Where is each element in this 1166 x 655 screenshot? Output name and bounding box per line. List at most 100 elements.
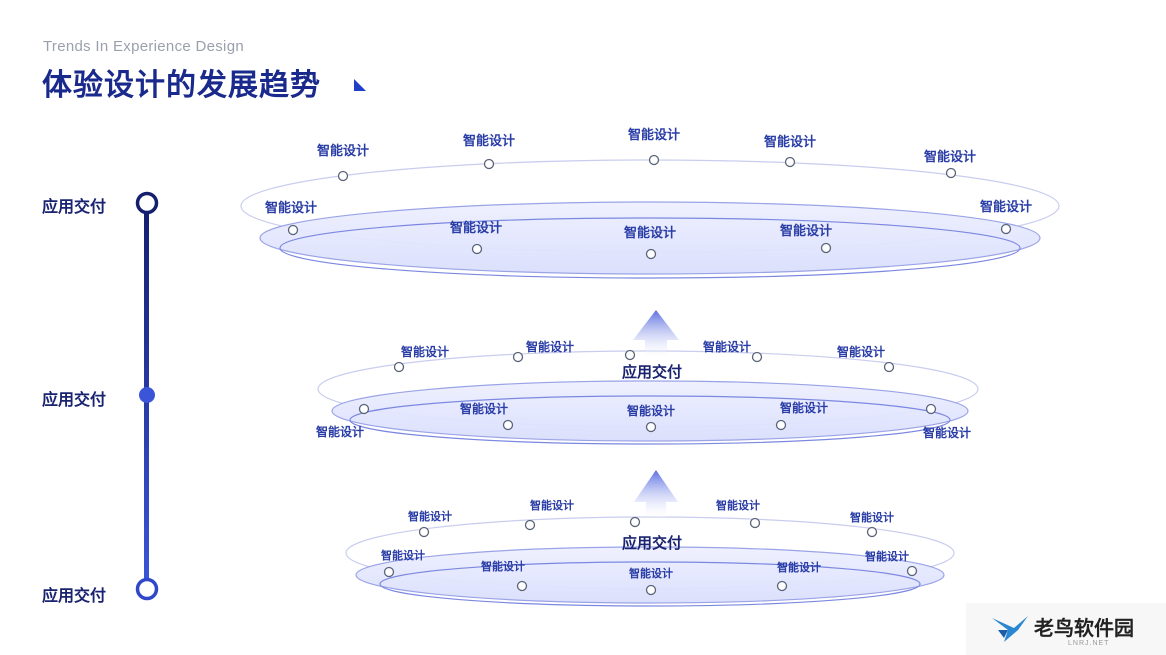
page-subtitle: Trends In Experience Design: [43, 38, 244, 55]
corner-triangle-icon: [354, 79, 366, 91]
node-label: 智能设计: [836, 344, 885, 359]
middle-inner-node: 智能设计: [315, 403, 370, 439]
timeline-node-bottom: [135, 577, 159, 601]
node-dot: [383, 566, 395, 578]
node-dot: [418, 526, 430, 538]
middle-outer-node: 智能设计: [393, 344, 449, 373]
node-label: 智能设计: [850, 510, 894, 524]
node-dot: [471, 243, 483, 255]
top-inner-node: 智能设计: [780, 223, 832, 254]
node-label: 智能设计: [779, 400, 828, 415]
node-dot: [516, 580, 528, 592]
arrow-up-icon: [634, 470, 678, 517]
watermark-sub: LNRJ.NET: [1068, 640, 1110, 647]
timeline-node-top: [135, 191, 159, 215]
bottom-center-label: 应用交付: [622, 534, 682, 552]
node-dot: [393, 361, 405, 373]
node-label: 智能设计: [980, 199, 1032, 215]
node-label: 智能设计: [459, 401, 508, 416]
node-label: 智能设计: [265, 200, 317, 216]
layer-middle: [317, 350, 979, 445]
node-dot: [776, 580, 788, 592]
node-label: 智能设计: [922, 425, 971, 440]
node-label: 智能设计: [381, 548, 425, 562]
layer-top: [240, 159, 1060, 279]
node-label: 智能设计: [924, 149, 976, 165]
bottom-outer-node: 智能设计: [408, 509, 452, 538]
node-dot: [925, 403, 937, 415]
top-inner-node: 智能设计: [980, 199, 1032, 235]
top-outer-node: 智能设计: [924, 149, 976, 179]
node-dot: [751, 351, 763, 363]
node-label: 智能设计: [629, 566, 673, 580]
timeline-node-middle: [139, 387, 155, 403]
middle-center-label: 应用交付: [622, 363, 682, 381]
node-label: 智能设计: [764, 134, 816, 150]
node-label: 智能设计: [626, 403, 675, 418]
node-label: 智能设计: [777, 560, 821, 574]
page-title: 体验设计的发展趋势: [42, 68, 321, 103]
node-dot: [645, 421, 657, 433]
top-outer-node: 智能设计: [317, 143, 369, 182]
middle-inner-node: 智能设计: [626, 403, 675, 433]
arrow-up-icon: [633, 310, 679, 357]
node-label: 智能设计: [716, 498, 760, 512]
bottom-inner-node: 智能设计: [776, 560, 821, 592]
bottom-inner-node: 智能设计: [629, 566, 673, 596]
node-dot: [866, 526, 878, 538]
top-outer-node: 智能设计: [463, 133, 515, 170]
node-dot: [883, 361, 895, 373]
middle-inner-node: 智能设计: [922, 403, 971, 440]
middle-inner-node: 智能设计: [775, 400, 828, 431]
bottom-outer-node: 智能设计: [524, 498, 574, 531]
node-dot: [629, 516, 641, 528]
timeline-label-middle: 应用交付: [42, 390, 107, 409]
node-dot: [624, 349, 636, 361]
middle-inner-node: 智能设计: [459, 401, 514, 431]
top-inner-node: 智能设计: [624, 225, 676, 260]
watermark-text: 老鸟软件园: [1034, 616, 1134, 640]
node-label: 智能设计: [865, 549, 909, 563]
node-dot: [749, 517, 761, 529]
timeline-label-top: 应用交付: [42, 197, 107, 216]
node-dot: [784, 156, 796, 168]
bottom-outer-node: 智能设计: [716, 498, 761, 529]
node-dot: [287, 224, 299, 236]
timeline-label-bottom: 应用交付: [42, 586, 107, 605]
node-dot: [512, 351, 524, 363]
bottom-inner-node: 智能设计: [381, 548, 425, 578]
node-label: 智能设计: [450, 220, 502, 236]
node-dot: [502, 419, 514, 431]
bird-logo-icon: [992, 616, 1028, 642]
bottom-outer-node: 智能设计: [850, 510, 894, 538]
top-inner-node: 智能设计: [265, 200, 317, 236]
node-dot: [645, 248, 657, 260]
node-label: 智能设计: [481, 559, 525, 573]
node-label: 智能设计: [408, 509, 452, 523]
bottom-inner-node: 智能设计: [865, 549, 918, 577]
top-inner-node: 智能设计: [450, 220, 502, 255]
node-dot: [483, 158, 495, 170]
node-label: 智能设计: [400, 344, 449, 359]
top-outer-node: 智能设计: [764, 134, 816, 168]
node-label: 智能设计: [317, 143, 369, 159]
node-label: 智能设计: [780, 223, 832, 239]
middle-outer-node: 智能设计: [836, 344, 895, 373]
bottom-inner-node: 智能设计: [481, 559, 528, 592]
node-dot: [1000, 223, 1012, 235]
node-label: 智能设计: [702, 339, 751, 354]
watermark-logo: [966, 603, 1166, 655]
middle-outer-node: 智能设计: [512, 339, 574, 363]
layer-bottom: [345, 516, 955, 607]
node-dot: [358, 403, 370, 415]
middle-outer-node: 智能设计: [702, 339, 763, 363]
node-dot: [945, 167, 957, 179]
node-dot: [648, 154, 660, 166]
node-label: 智能设计: [315, 424, 364, 439]
node-dot: [820, 242, 832, 254]
node-label: 智能设计: [530, 498, 574, 512]
node-label: 智能设计: [628, 127, 680, 143]
node-dot: [524, 519, 536, 531]
top-outer-node: 智能设计: [628, 127, 680, 166]
